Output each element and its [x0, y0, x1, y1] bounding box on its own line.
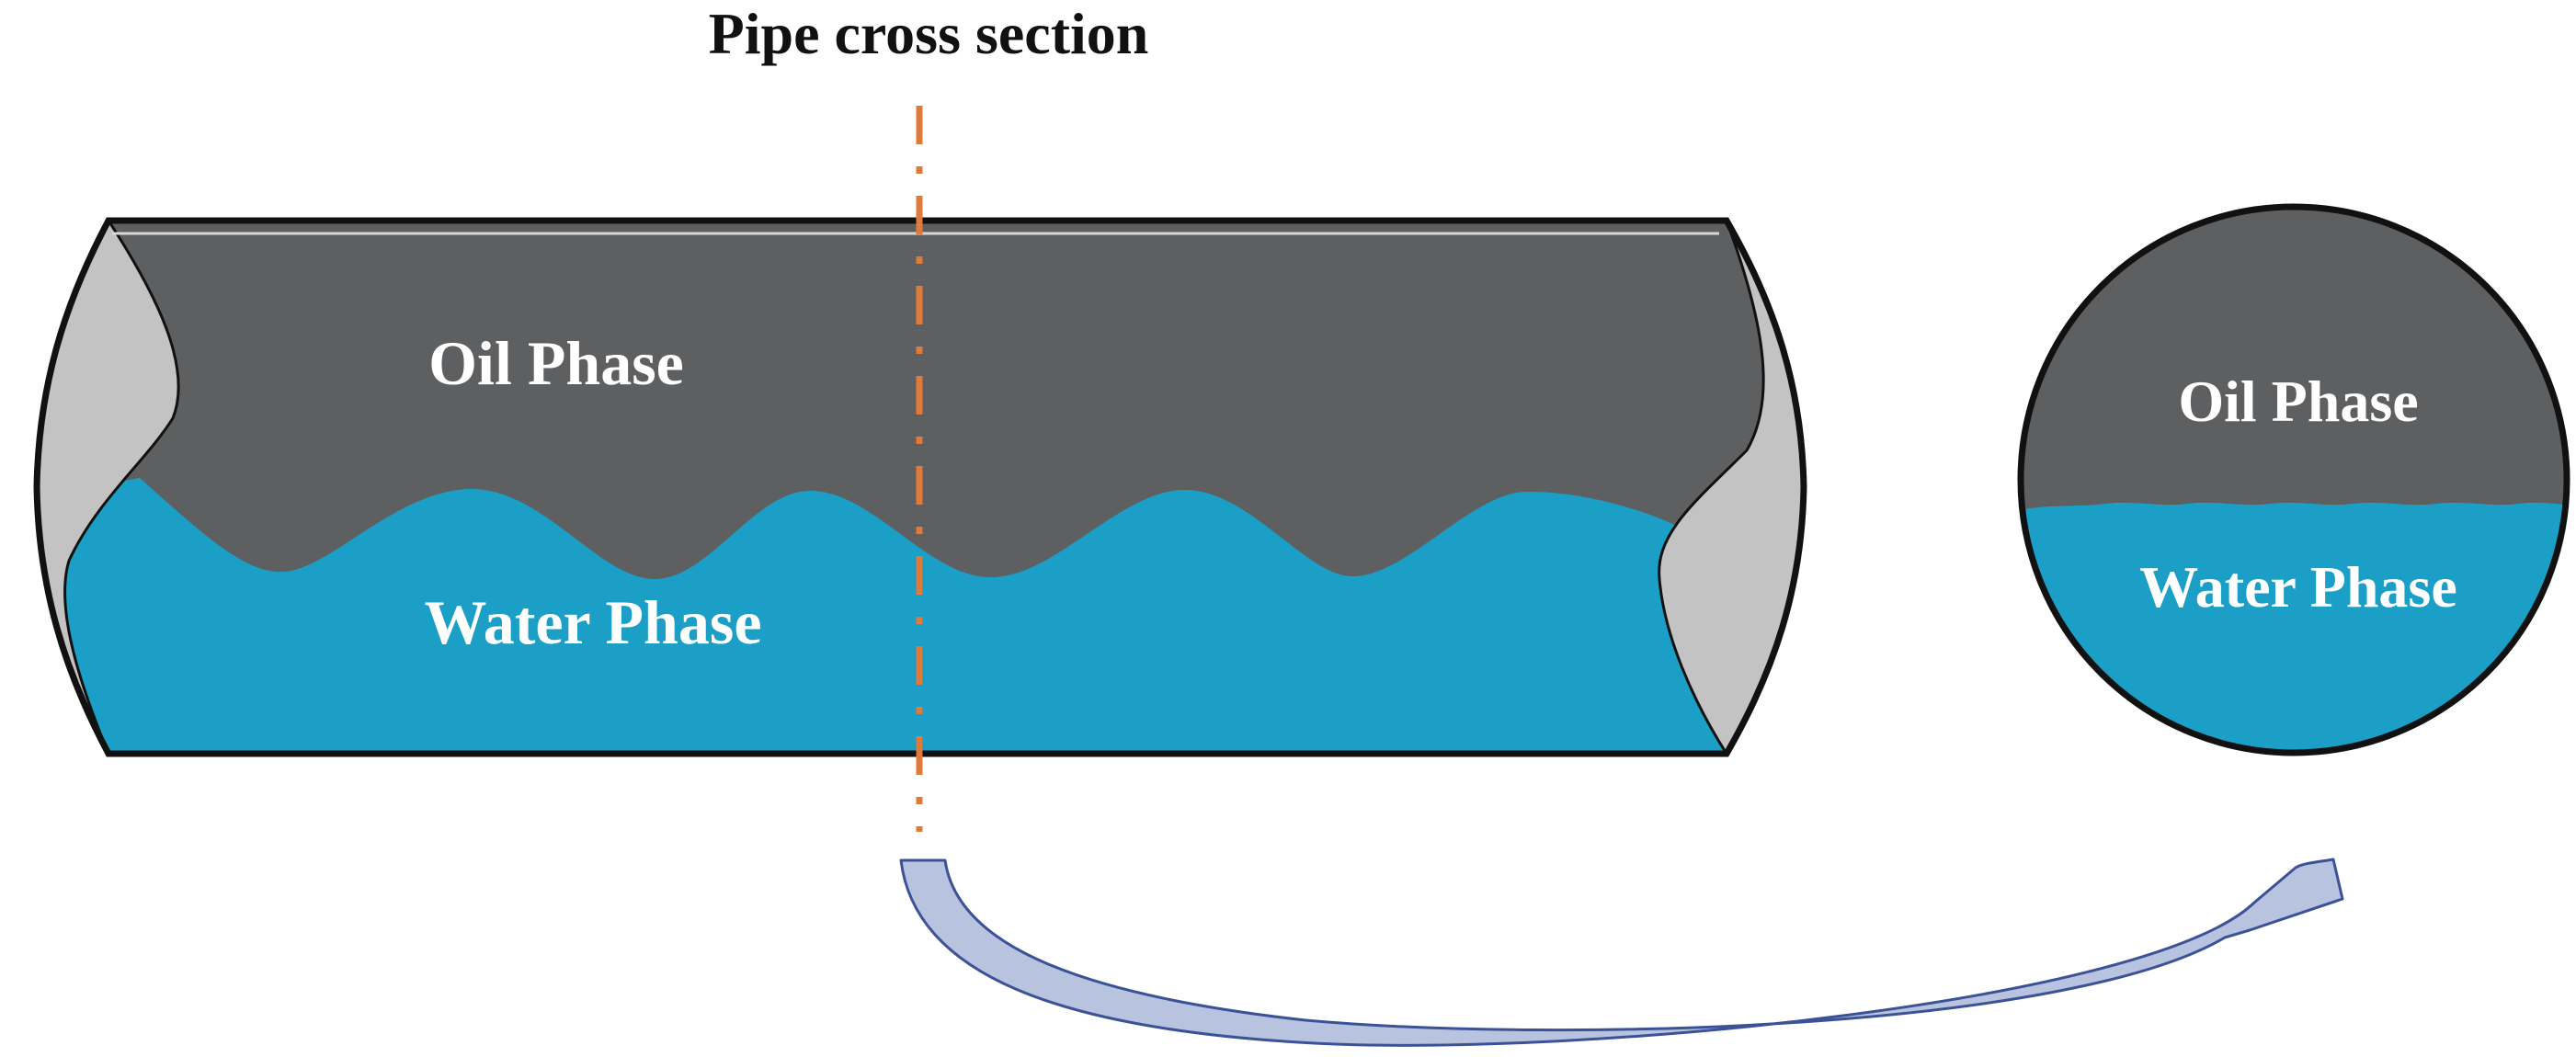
pipe-outline — [33, 217, 1807, 757]
pipe-body: Oil Phase Water Phase — [33, 217, 1807, 757]
pipe-oil-label: Oil Phase — [428, 328, 684, 398]
pipe-water-label: Water Phase — [424, 587, 761, 657]
diagram-title: Pipe cross section — [709, 1, 1149, 66]
cross-section-outline — [2017, 203, 2570, 756]
curved-arrow-icon — [899, 858, 2344, 1047]
cross-section-water-region — [2021, 502, 2567, 753]
cross-section-oil-label: Oil Phase — [2178, 369, 2418, 434]
cross-section-circle: Oil Phase Water Phase — [2017, 203, 2570, 756]
cross-section-water-label: Water Phase — [2139, 554, 2456, 619]
